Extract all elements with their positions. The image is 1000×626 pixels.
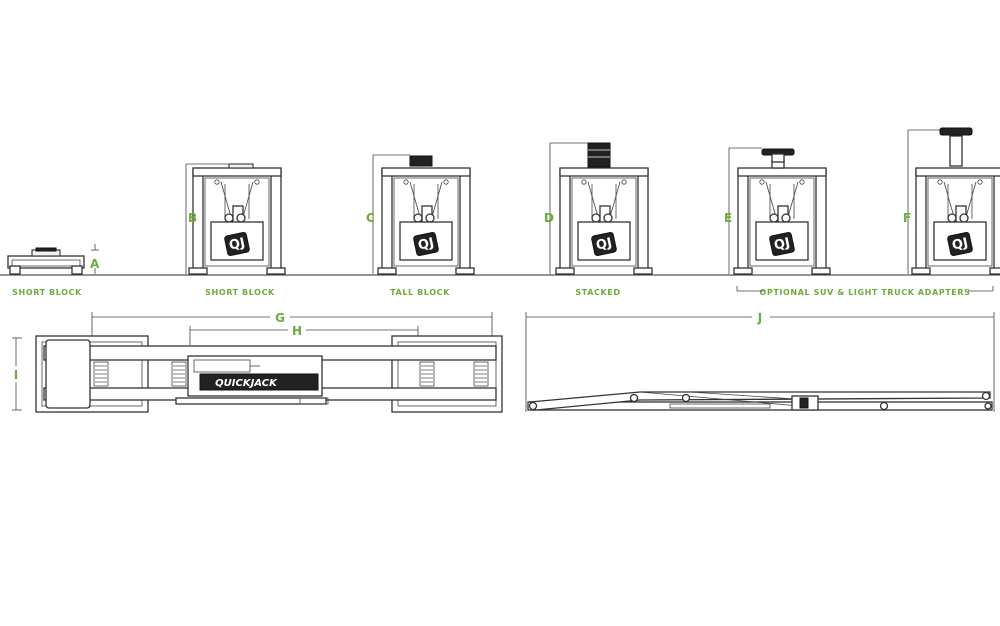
lift-stacked: [555, 142, 653, 275]
side-view-lowered: [525, 312, 995, 412]
caption-short-block: SHORT BLOCK: [205, 288, 275, 297]
logo-text-e: QJ: [773, 236, 792, 254]
dim-label-i: I: [14, 368, 18, 382]
dim-label-d: D: [544, 211, 554, 225]
caption-tall-block: TALL BLOCK: [390, 288, 450, 297]
dim-label-c: C: [366, 211, 375, 225]
lift-short-block: [188, 163, 286, 275]
dim-label-e: E: [724, 211, 732, 225]
adapters-bracket: [736, 286, 994, 292]
logo-text-b: QJ: [228, 236, 247, 254]
logo-text-f: QJ: [951, 236, 970, 254]
caption-short-block-left: SHORT BLOCK: [12, 288, 82, 297]
top-view-frame: [12, 312, 503, 413]
dim-line-e: [728, 147, 762, 274]
lift-suv-adapter: [733, 148, 831, 275]
logo-text-c: QJ: [417, 236, 436, 254]
caption-optional-adapters: OPTIONAL SUV & LIGHT TRUCK ADAPTERS: [760, 288, 971, 297]
quickjack-wordmark: QUICKJACK: [215, 378, 278, 389]
logo-text-d: QJ: [595, 236, 614, 254]
dim-line-c: [372, 154, 410, 274]
lift-tall-block: [377, 155, 475, 275]
dim-label-g: G: [275, 311, 285, 325]
short-block-flat: [7, 244, 99, 275]
dim-line-d: [549, 142, 588, 274]
dim-label-a: A: [90, 257, 100, 271]
dim-label-b: B: [188, 211, 197, 225]
dim-label-j: J: [757, 311, 762, 325]
dim-line-b: [185, 163, 230, 274]
dim-line-f: [907, 129, 940, 274]
dim-label-h: H: [292, 324, 302, 338]
lift-light-truck-adapter: [911, 127, 1000, 275]
dim-label-f: F: [903, 211, 911, 225]
caption-stacked: STACKED: [575, 288, 620, 297]
